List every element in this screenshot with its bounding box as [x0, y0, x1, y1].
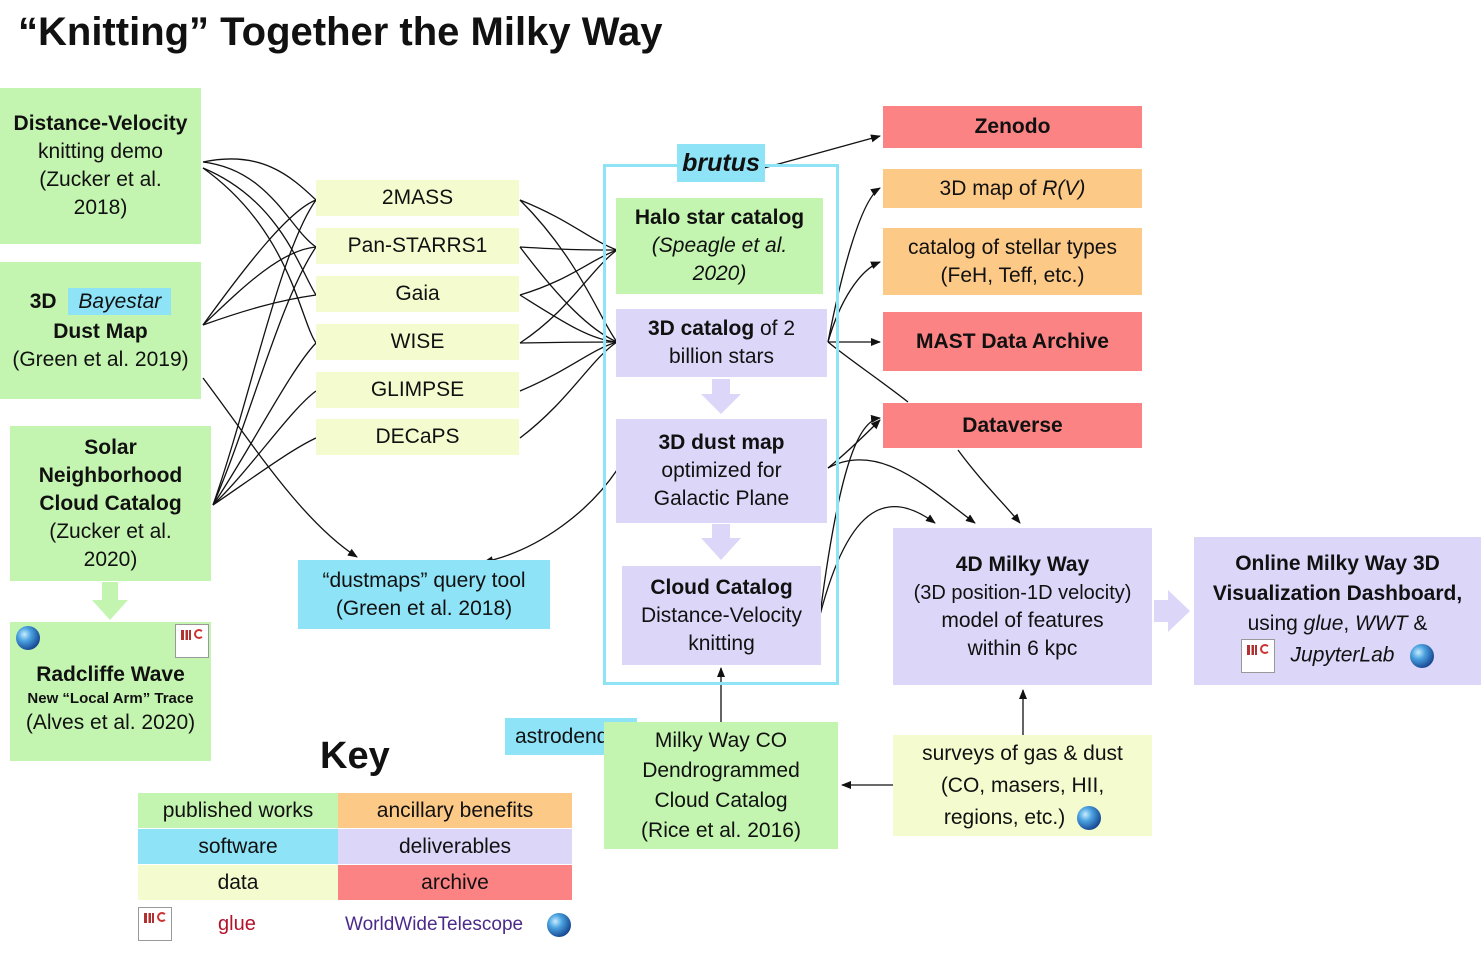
dashboard-box: Online Milky Way 3D Visualization Dashbo…	[1194, 537, 1481, 685]
bayestar-line2: Dust Map	[53, 319, 148, 343]
data-source-2mass: 2MASS	[316, 180, 519, 216]
diagram-title: “Knitting” Together the Milky Way	[18, 10, 663, 54]
co-line3: Cloud Catalog	[654, 788, 788, 812]
cloud-title: Cloud Catalog	[650, 575, 793, 599]
glue-icon	[138, 907, 172, 941]
solar-line5: 2020)	[83, 547, 138, 571]
co-catalog-box: Milky Way CO Dendrogrammed Cloud Catalog…	[604, 722, 838, 849]
surveys-line2: (CO, masers, HII,	[940, 773, 1105, 797]
rv-prefix: 3D map of	[939, 176, 1043, 200]
data-source-gaia: Gaia	[316, 276, 519, 312]
zenodo-box: Zenodo	[883, 106, 1142, 148]
key-published: published works	[138, 793, 338, 828]
bayestar-software-label: Bayestar	[68, 287, 172, 315]
3d-dust-map-box: 3D dust map optimized for Galactic Plane	[616, 419, 827, 523]
halo-star-catalog-box: Halo star catalog (Speagle et al. 2020)	[616, 198, 823, 294]
wwt-globe-icon	[1410, 644, 1435, 668]
dustmaps-title: “dustmaps” query tool	[322, 568, 526, 592]
bayestar-line3: (Green et al. 2019)	[12, 347, 189, 371]
distance-velocity-title: Distance-Velocity	[13, 112, 188, 135]
dustmaps-cite: (Green et al. 2018)	[335, 596, 513, 620]
dashboard-glue: glue	[1303, 612, 1344, 635]
bayestar-prefix: 3D	[29, 289, 57, 313]
mw4d-line4: within 6 kpc	[967, 636, 1078, 660]
dashboard-using: using	[1247, 612, 1304, 635]
halo-year: 2020)	[692, 262, 747, 285]
dustmap-line3: Galactic Plane	[653, 487, 790, 510]
distance-velocity-line4: 2018)	[73, 196, 128, 219]
dashboard-sep: ,	[1343, 612, 1356, 635]
stellar-types-line2: (FeH, Teff, etc.)	[940, 263, 1085, 287]
stellar-types-box: catalog of stellar types (FeH, Teff, etc…	[883, 228, 1142, 295]
brutus-label: brutus	[677, 144, 765, 182]
dashboard-line2: Visualization Dashboard,	[1212, 582, 1463, 605]
dashboard-wwt: WWT	[1355, 612, 1408, 635]
key-wwt-label: WorldWideTelescope	[345, 914, 524, 935]
catalog3d-rest: of 2	[754, 317, 796, 340]
mast-archive-box: MAST Data Archive	[883, 312, 1142, 371]
wwt-globe-icon	[16, 626, 40, 650]
4d-milky-way-box: 4D Milky Way (3D position-1D velocity) m…	[893, 528, 1152, 685]
key-software: software	[138, 829, 338, 864]
halo-title: Halo star catalog	[634, 206, 805, 229]
key-deliverables: deliverables	[338, 829, 572, 864]
wwt-globe-icon	[547, 913, 571, 937]
data-source-glimpse: GLIMPSE	[316, 372, 519, 408]
dustmaps-query-tool-box: “dustmaps” query tool (Green et al. 2018…	[298, 560, 550, 629]
stellar-types-line1: catalog of stellar types	[908, 235, 1117, 259]
radcliffe-title: Radcliffe Wave	[36, 662, 185, 686]
mw4d-line3: model of features	[941, 608, 1104, 632]
dustmap-title: 3D dust map	[658, 431, 785, 454]
solar-neighborhood-box: Solar Neighborhood Cloud Catalog (Zucker…	[10, 426, 211, 581]
rv-italic: R(V)	[1042, 176, 1086, 200]
surveys-line3: regions, etc.)	[943, 805, 1066, 829]
dustmap-line2: optimized for	[661, 459, 782, 482]
key-data: data	[138, 865, 338, 900]
co-line1: Milky Way CO	[654, 728, 788, 752]
co-line4: (Rice et al. 2016)	[641, 818, 801, 842]
cloud-line2: Distance-Velocity	[640, 603, 803, 627]
wwt-globe-icon	[1077, 805, 1102, 830]
data-source-decaps: DECaPS	[316, 419, 519, 455]
solar-line3: Cloud Catalog	[39, 491, 182, 515]
dashboard-line1: Online Milky Way 3D	[1235, 552, 1440, 575]
3d-catalog-box: 3D catalog of 2 billion stars	[616, 309, 827, 377]
radcliffe-cite: (Alves et al. 2020)	[25, 710, 196, 734]
bayestar-dust-map-box: 3D Bayestar Dust Map (Green et al. 2019)	[0, 262, 201, 399]
surveys-line1: surveys of gas & dust	[922, 741, 1123, 765]
cloud-catalog-box: Cloud Catalog Distance-Velocity knitting	[622, 566, 821, 665]
distance-velocity-demo-box: Distance-Velocity knitting demo (Zucker …	[0, 88, 201, 244]
catalog3d-line2: billion stars	[668, 345, 775, 368]
mw4d-line2: (3D position-1D velocity)	[913, 581, 1132, 604]
key-glue-label: glue	[218, 913, 256, 935]
glue-icon	[1240, 639, 1275, 673]
solar-line4: (Zucker et al.	[49, 519, 172, 543]
surveys-gas-dust-box: surveys of gas & dust (CO, masers, HII, …	[893, 735, 1152, 836]
data-source-panstarrs: Pan-STARRS1	[316, 228, 519, 264]
dataverse-box: Dataverse	[883, 403, 1142, 448]
data-source-wise: WISE	[316, 324, 519, 360]
key-archive: archive	[338, 865, 572, 900]
key-ancillary: ancillary benefits	[338, 793, 572, 828]
halo-cite: (Speagle et al.	[651, 234, 788, 257]
radcliffe-subtitle: New “Local Arm” Trace	[27, 689, 194, 707]
key-title: Key	[320, 735, 390, 777]
glue-icon	[175, 624, 209, 658]
radcliffe-wave-box: Radcliffe Wave New “Local Arm” Trace (Al…	[10, 622, 211, 761]
catalog3d-bold: 3D catalog	[647, 317, 755, 340]
dashboard-jupyter: JupyterLab	[1290, 643, 1395, 667]
distance-velocity-line2: knitting demo	[38, 140, 163, 163]
dashboard-amp: &	[1407, 612, 1428, 635]
distance-velocity-line3: (Zucker et al.	[39, 168, 162, 191]
cloud-line3: knitting	[688, 631, 755, 655]
rv-map-box: 3D map of R(V)	[883, 169, 1142, 208]
solar-line1: Solar	[84, 435, 137, 459]
co-line2: Dendrogrammed	[642, 758, 800, 782]
solar-line2: Neighborhood	[38, 463, 183, 487]
mw4d-title: 4D Milky Way	[955, 552, 1090, 576]
